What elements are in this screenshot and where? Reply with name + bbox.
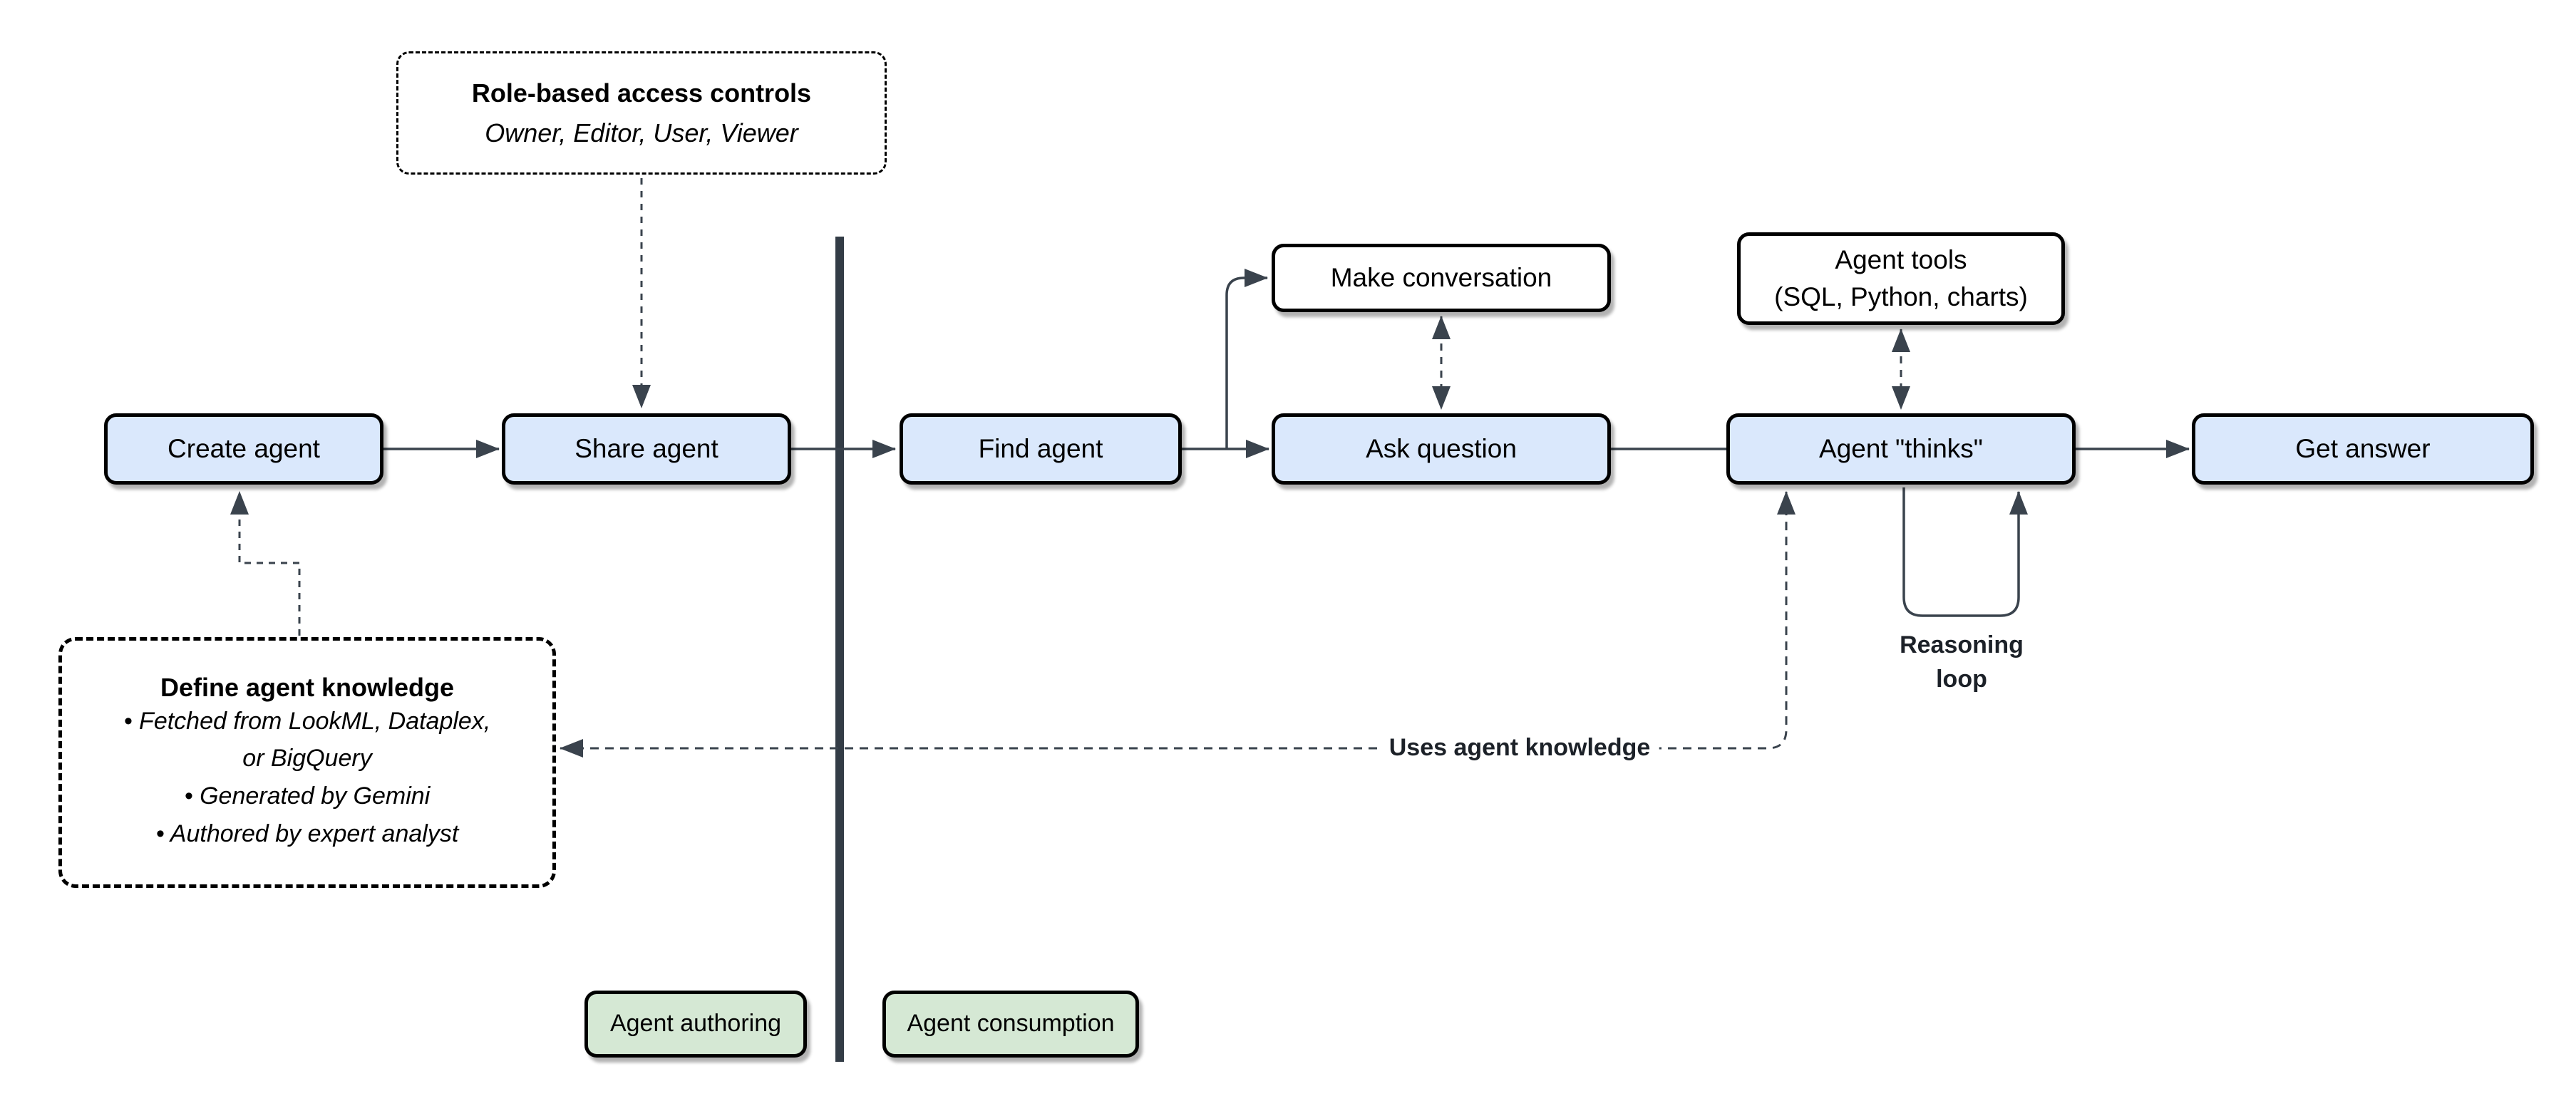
edge-uses-agent-knowledge-dashed	[560, 491, 1796, 758]
edge-reasoning-loop	[1902, 487, 2028, 617]
divider-line	[835, 237, 844, 1062]
role-access-roles: Owner, Editor, User, Viewer	[485, 118, 798, 148]
edge-define-box-to-create-dashed	[230, 491, 301, 636]
define-knowledge-bullet-1-cont: or BigQuery	[242, 745, 372, 772]
define-knowledge-bullet-2: • Generated by Gemini	[184, 782, 431, 810]
node-share-agent: Share agent	[502, 413, 791, 485]
agent-tools-line1: Agent tools	[1835, 245, 1967, 275]
agent-tools-line2: (SQL, Python, charts)	[1774, 282, 2028, 311]
define-knowledge-title: Define agent knowledge	[160, 672, 455, 702]
zone-agent-authoring: Agent authoring	[584, 991, 807, 1058]
node-agent-tools: Agent tools (SQL, Python, charts)	[1737, 232, 2065, 325]
node-ask-question: Ask question	[1272, 413, 1611, 485]
define-knowledge-bullet-3: • Authored by expert analyst	[155, 820, 459, 847]
define-knowledge-annotation-box: Define agent knowledge • Fetched from Lo…	[58, 637, 556, 888]
role-access-title: Role-based access controls	[471, 78, 812, 108]
node-agent-thinks: Agent "thinks"	[1726, 413, 2076, 485]
edge-find-to-make-conversation	[1225, 269, 1268, 449]
node-create-agent: Create agent	[104, 413, 383, 485]
reasoning-loop-label: Reasoning loop	[1900, 631, 2024, 693]
node-find-agent: Find agent	[900, 413, 1182, 485]
zone-agent-consumption: Agent consumption	[882, 991, 1139, 1058]
node-get-answer: Get answer	[2192, 413, 2534, 485]
define-knowledge-bullet-1: • Fetched from LookML, Dataplex,	[123, 707, 491, 735]
node-make-conversation: Make conversation	[1272, 244, 1611, 312]
uses-agent-knowledge-label: Uses agent knowledge	[1380, 731, 1659, 765]
role-access-annotation-box: Role-based access controls Owner, Editor…	[396, 51, 887, 175]
